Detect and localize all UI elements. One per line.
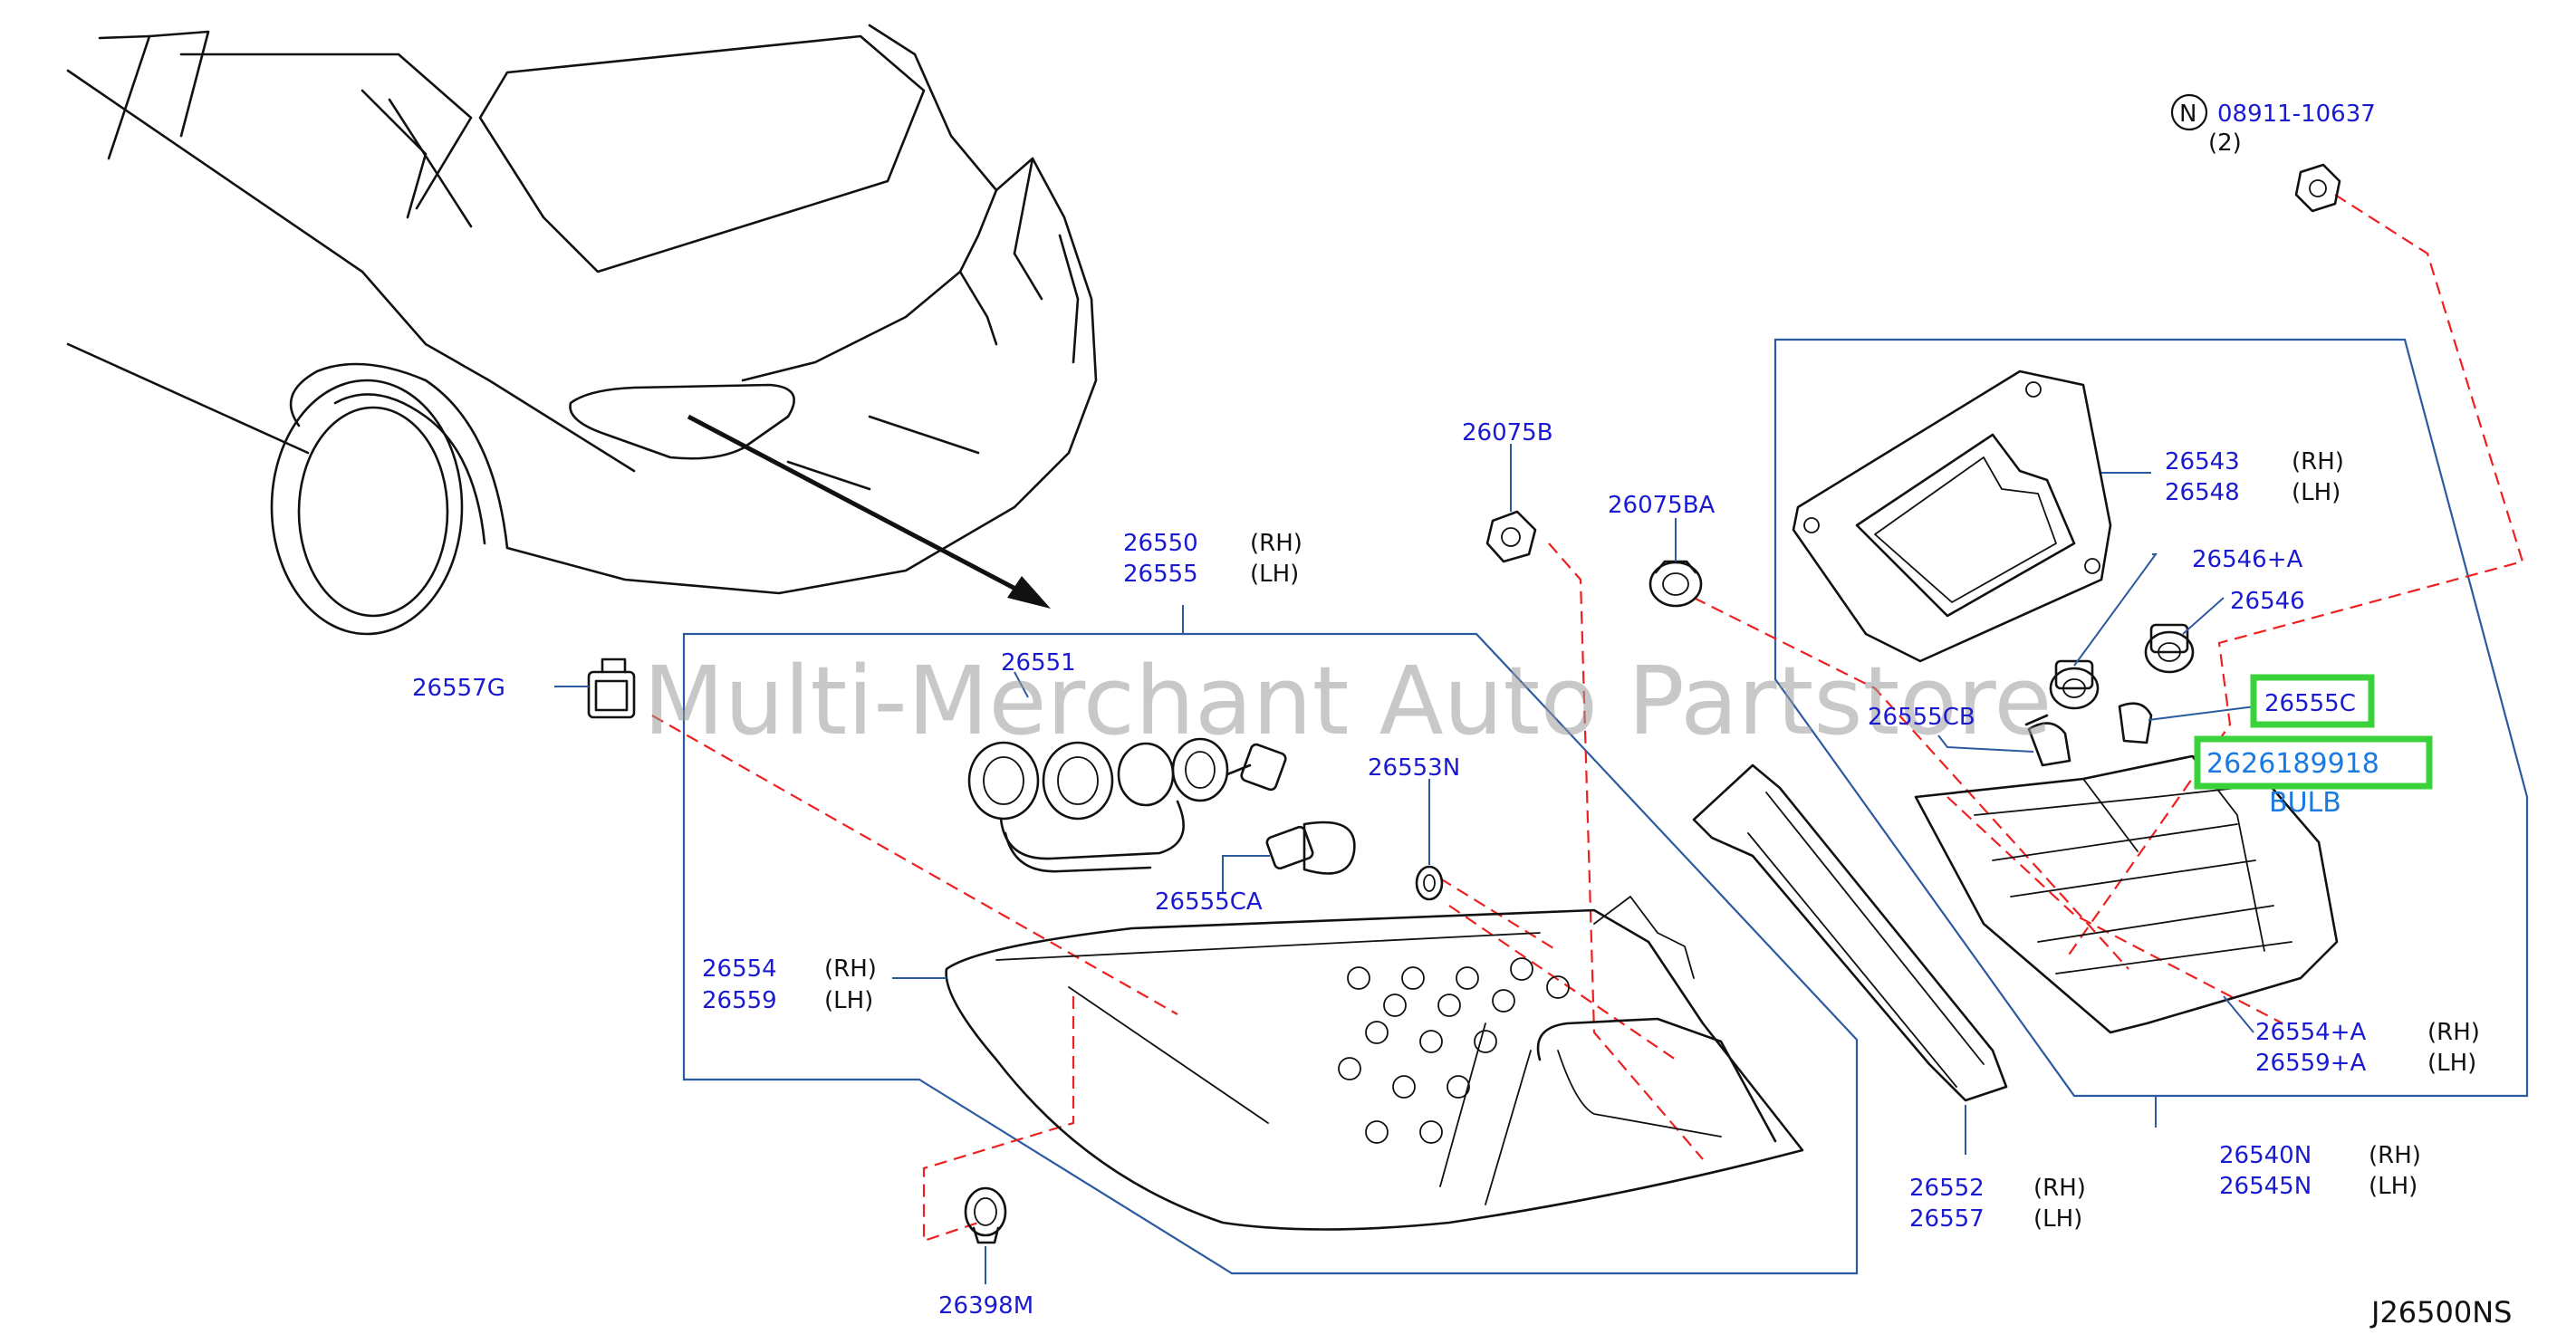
lamp-inner-26554A[interactable] <box>1914 754 2339 1034</box>
label-26557G[interactable]: 26557G <box>412 675 505 702</box>
highlight-box-bulb <box>2194 735 2433 790</box>
side-26543: (RH) <box>2292 448 2344 475</box>
side-26540N: (RH) <box>2369 1142 2421 1169</box>
highlight-box-26555C <box>2250 674 2375 728</box>
side-26559A: (LH) <box>2427 1050 2476 1077</box>
nut-26075B[interactable] <box>1485 510 1537 563</box>
bulb-26555C[interactable] <box>2118 702 2153 744</box>
side-26557: (LH) <box>2033 1205 2082 1233</box>
fastener-26398M[interactable] <box>964 1186 1007 1244</box>
label-26554[interactable]: 26554 <box>702 955 777 983</box>
label-26555C[interactable]: 26555C <box>2264 690 2356 717</box>
side-26548: (LH) <box>2292 479 2341 506</box>
side-26550: (RH) <box>1250 530 1302 557</box>
side-26552: (RH) <box>2033 1175 2086 1202</box>
label-26555CA[interactable]: 26555CA <box>1155 888 1263 916</box>
diagram-id: J26500NS <box>2369 1295 2512 1330</box>
side-26545N: (LH) <box>2369 1173 2417 1200</box>
bulb-26555CB[interactable] <box>2024 714 2071 767</box>
label-26398M[interactable]: 26398M <box>938 1292 1033 1320</box>
label-26552[interactable]: 26552 <box>1909 1175 1985 1202</box>
label-26551[interactable]: 26551 <box>1001 649 1076 677</box>
side-26554A: (RH) <box>2427 1019 2480 1046</box>
n-symbol: N <box>2179 101 2196 128</box>
side-26555: (LH) <box>1250 561 1299 588</box>
inner-lamp-frame <box>1773 338 2529 1098</box>
label-26546[interactable]: 26546 <box>2230 588 2305 615</box>
label-26555[interactable]: 26555 <box>1123 561 1198 588</box>
nut-qty: (2) <box>2208 130 2242 157</box>
highlight-bulb[interactable]: 2626189918 BULB <box>2194 735 2433 819</box>
nut-callout: N 08911-10637 (2) <box>2170 93 2376 157</box>
led-array <box>1338 957 1570 1144</box>
socket-26546[interactable] <box>2144 623 2195 674</box>
label-26548[interactable]: 26548 <box>2165 479 2240 506</box>
harness-26551[interactable] <box>967 737 1287 873</box>
vehicle-outline <box>66 24 1098 636</box>
lamp-body-26554[interactable] <box>945 896 1804 1231</box>
label-26550[interactable]: 26550 <box>1123 530 1198 557</box>
label-26540N[interactable]: 26540N <box>2219 1142 2312 1169</box>
assembly-guides <box>651 194 2524 1243</box>
label-26543[interactable]: 26543 <box>2165 448 2240 475</box>
label-26557[interactable]: 26557 <box>1909 1205 1985 1233</box>
label-26555CB[interactable]: 26555CB <box>1868 704 1975 731</box>
socket-26546A[interactable] <box>2049 659 2100 710</box>
side-26554: (RH) <box>824 955 877 983</box>
label-26546A[interactable]: 26546+A <box>2192 546 2302 573</box>
label-26075BA[interactable]: 26075BA <box>1608 492 1716 519</box>
bulb-26555CA[interactable] <box>1265 821 1356 875</box>
label-26559A[interactable]: 26559+A <box>2255 1050 2366 1077</box>
grommet-26075BA[interactable] <box>1648 560 1703 608</box>
label-26559[interactable]: 26559 <box>702 987 777 1014</box>
highlight-26555C[interactable]: 26555C <box>2250 674 2375 728</box>
label-08911-10637[interactable]: 08911-10637 <box>2217 101 2376 128</box>
gasket-26543[interactable] <box>1792 370 2112 663</box>
gasket-26553N[interactable] <box>1415 865 1444 901</box>
watermark-text: Multi-Merchant Auto Partstore <box>643 646 2052 756</box>
side-26559: (LH) <box>824 987 873 1014</box>
label-26553N[interactable]: 26553N <box>1368 754 1460 782</box>
nut-08911-10637[interactable] <box>2294 163 2341 213</box>
highlight-part-number[interactable]: 2626189918 <box>2206 748 2379 780</box>
clip-26557G[interactable] <box>587 658 636 719</box>
trim-26552[interactable] <box>1692 763 2008 1102</box>
label-26545N[interactable]: 26545N <box>2219 1173 2312 1200</box>
n-symbol-circle <box>2170 93 2208 131</box>
highlight-description: BULB <box>2269 787 2341 819</box>
label-26554A[interactable]: 26554+A <box>2255 1019 2366 1046</box>
pointer-arrow <box>687 414 1051 609</box>
label-26075B[interactable]: 26075B <box>1462 419 1553 446</box>
leader-lines <box>554 444 2256 1284</box>
rear-combination-lamp-frame <box>682 632 1859 1275</box>
